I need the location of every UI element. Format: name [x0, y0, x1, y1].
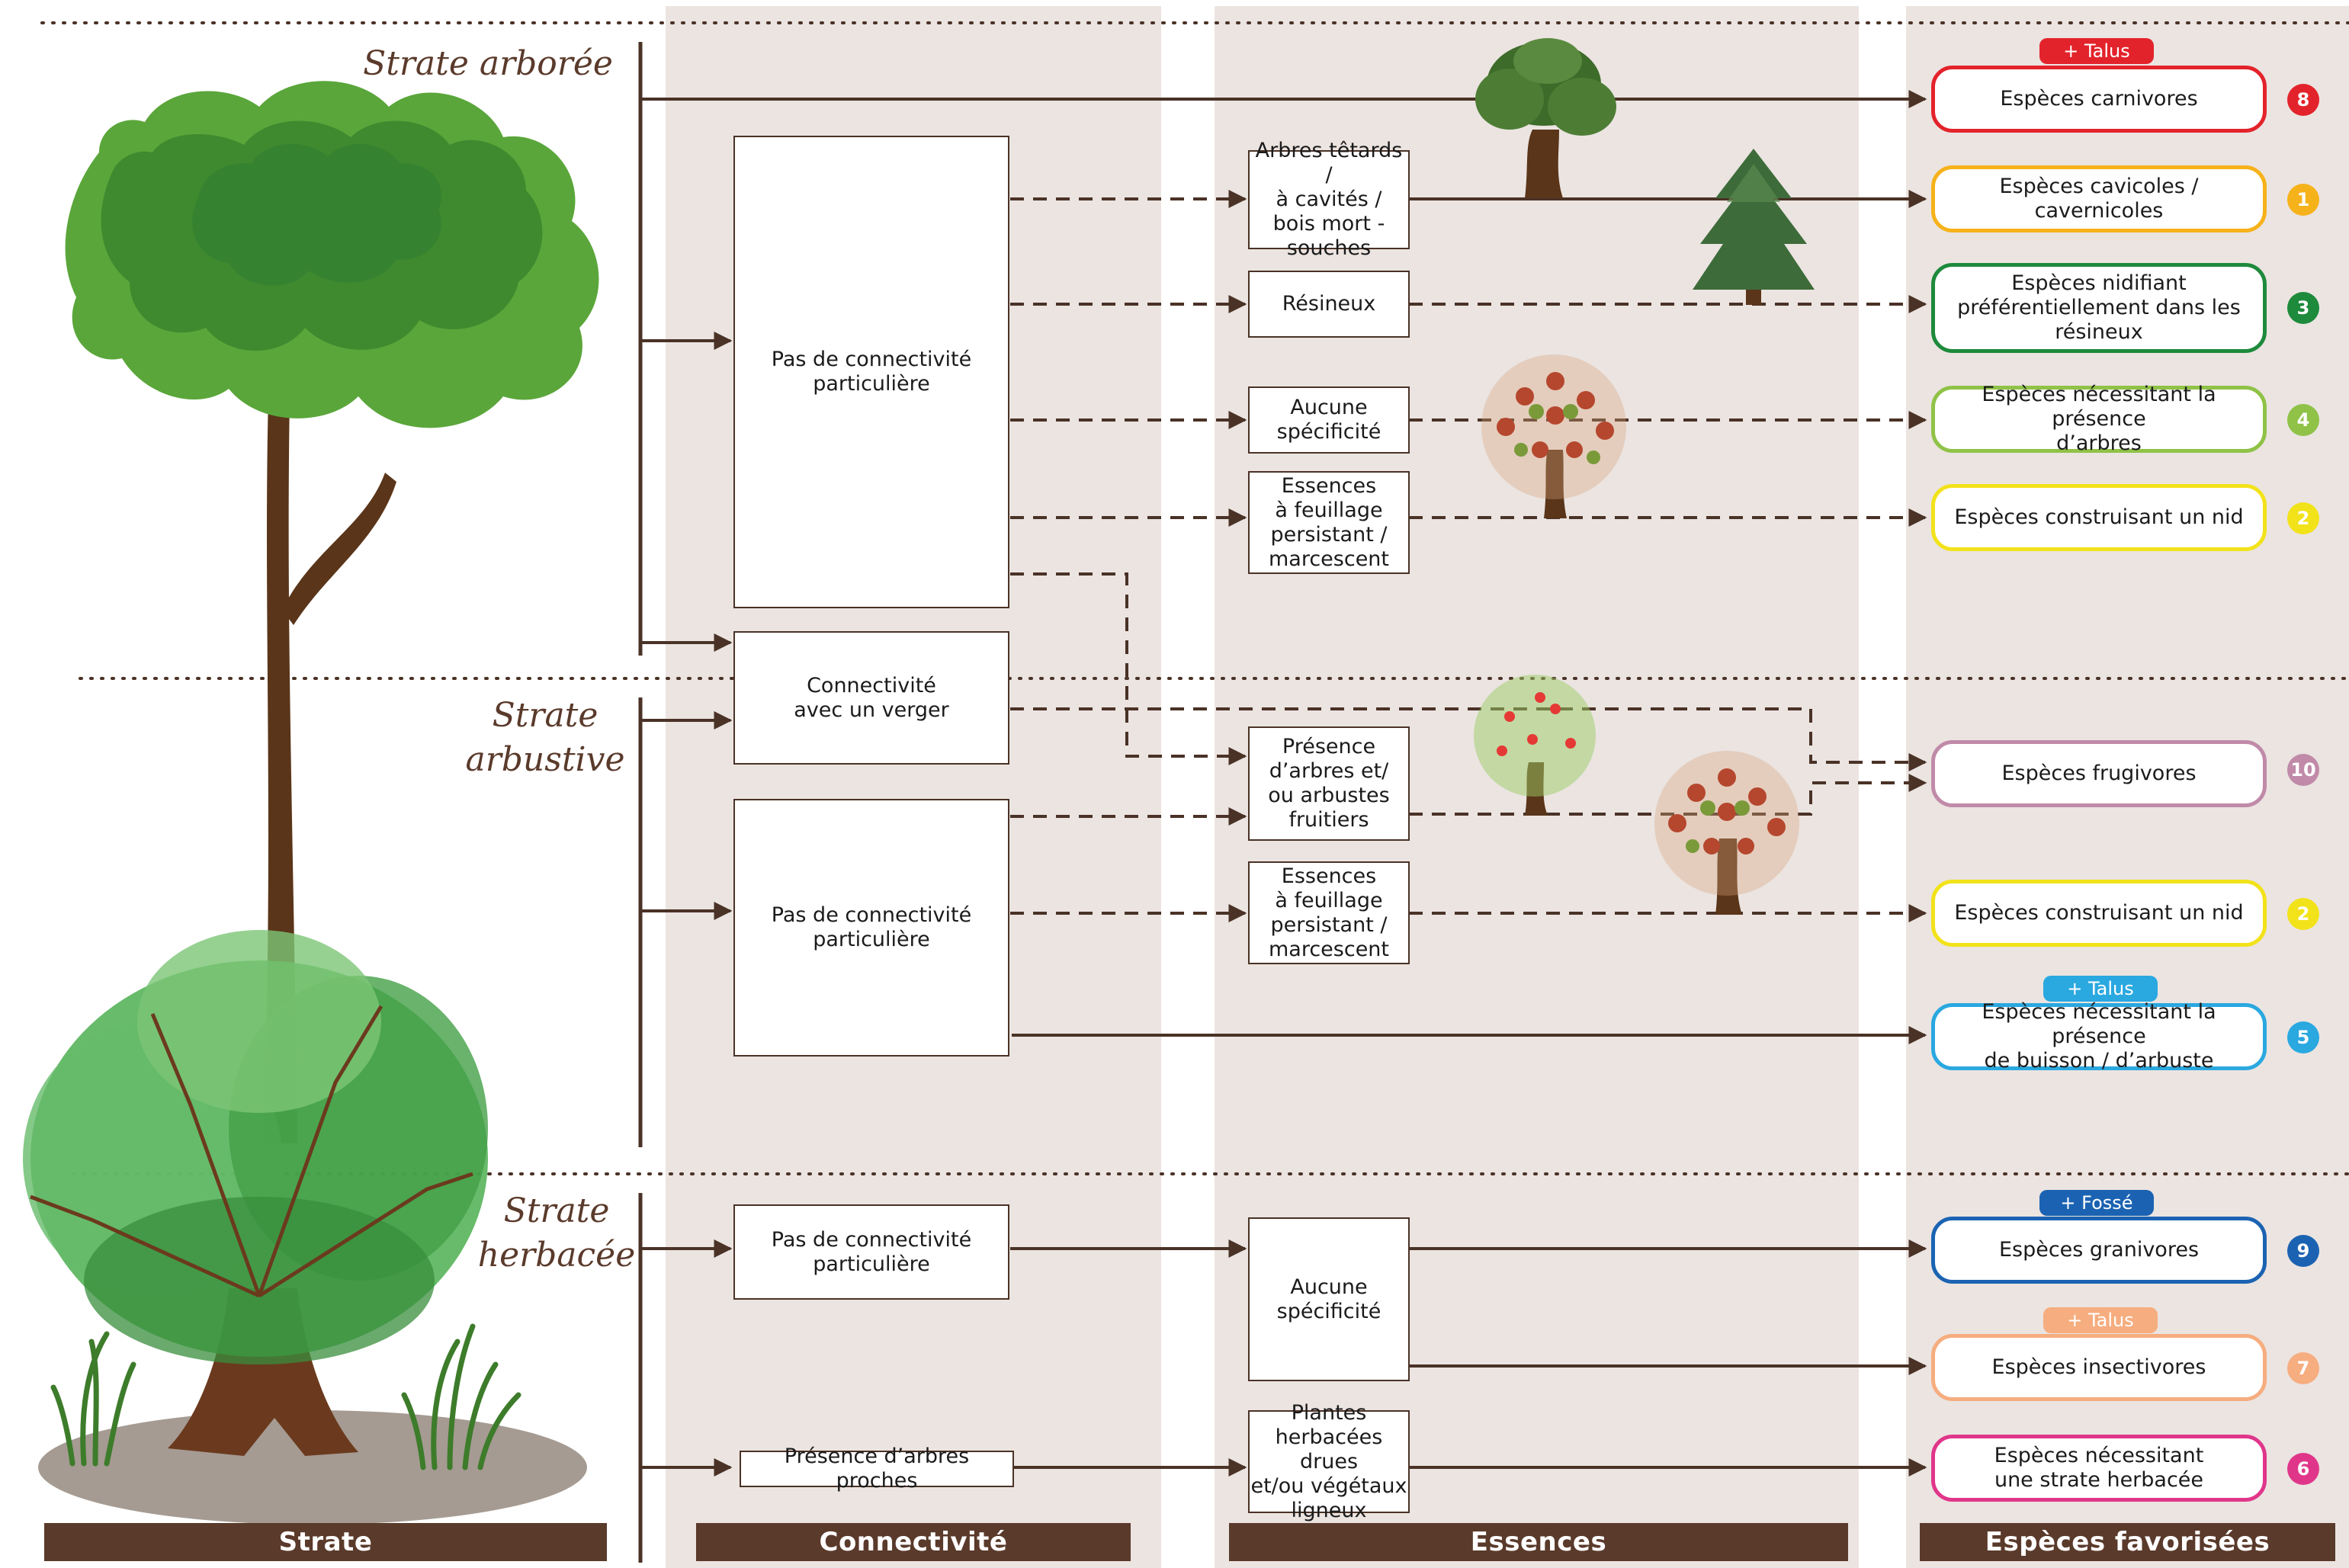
species-number-badge: 4	[2287, 404, 2319, 436]
species-box-cavicoles: Espèces cavicoles / cavernicoles	[1931, 165, 2267, 232]
fruit-tree-illustration	[1474, 675, 1596, 816]
essence-box-fruitiers: Présence d’arbres et/ ou arbustes fruiti…	[1248, 726, 1410, 841]
solid-arrows	[640, 90, 1927, 1477]
footer-essences: Essences	[1229, 1523, 1848, 1561]
species-box-herbacee: Espèces nécessitant une strate herbacée	[1931, 1435, 2267, 1502]
footer-connectivite: Connectivité	[696, 1523, 1131, 1561]
talus-tag: + Talus	[2043, 1307, 2158, 1333]
species-box-resineux: Espèces nidifiant préférentiellement dan…	[1931, 263, 2267, 353]
essence-box-herbacees: Plantes herbacées drues et/ou végétaux l…	[1248, 1401, 1410, 1522]
essence-box-tetards: Arbres têtards / à cavités / bois mort -…	[1248, 139, 1410, 260]
connectivity-box-verger: Connectivité avec un verger	[733, 631, 1009, 765]
species-number-badge: 2	[2287, 502, 2319, 534]
species-number-badge: 5	[2287, 1021, 2319, 1053]
species-number-badge: 7	[2287, 1352, 2319, 1384]
species-box-granivores: Espèces granivores	[1931, 1217, 2267, 1284]
connectivity-box-arboree: Pas de connectivité particulière	[733, 136, 1009, 608]
species-number-badge: 2	[2287, 898, 2319, 930]
species-box-arbres: Espèces nécessitant la présence d’arbres	[1931, 383, 2267, 455]
pollarded-tree-illustration	[1475, 38, 1616, 198]
footer-especes: Espèces favorisées	[1920, 1523, 2335, 1561]
essence-box-aucune-1: Aucune spécificité	[1248, 386, 1410, 454]
essence-box-resineux: Résineux	[1248, 271, 1410, 338]
talus-tag: + Talus	[2039, 38, 2154, 64]
strata-separators	[40, 21, 2349, 1175]
connectivity-box-arbustive: Pas de connectivité particulière	[733, 799, 1009, 1057]
essence-box-persistant-1: Essences à feuillage persistant / marces…	[1248, 471, 1410, 574]
strate-arboree-label: Strate arborée	[363, 44, 613, 83]
species-number-badge: 9	[2287, 1235, 2319, 1267]
species-number-badge: 6	[2287, 1453, 2319, 1485]
species-box-nid-2: Espèces construisant un nid	[1931, 880, 2267, 947]
big-tree-illustration	[65, 81, 599, 1143]
strate-arbustive-label: Strate arbustive	[465, 696, 625, 779]
connectivity-box-herbacee: Pas de connectivité particulière	[733, 1204, 1009, 1300]
species-number-badge: 1	[2287, 184, 2319, 216]
species-number-badge: 10	[2287, 754, 2319, 786]
shrub-illustration	[23, 930, 587, 1525]
conifer-illustration	[1693, 149, 1815, 305]
species-number-badge: 3	[2287, 292, 2319, 324]
autumn-tree-illustration-2	[1654, 751, 1799, 915]
strate-herbacee-label: Strate herbacée	[477, 1191, 636, 1275]
essence-box-persistant-2: Essences à feuillage persistant / marces…	[1248, 861, 1410, 964]
connectivity-box-arbres-proches: Présence d’arbres proches	[740, 1445, 1014, 1493]
species-box-frugivores: Espèces frugivores	[1931, 740, 2267, 807]
fosse-tag: + Fossé	[2039, 1190, 2154, 1216]
footer-strate: Strate	[44, 1523, 607, 1561]
species-box-nid-1: Espèces construisant un nid	[1931, 484, 2267, 551]
species-box-buisson: Espèces nécessitant la présence de buiss…	[1931, 1000, 2267, 1073]
species-number-badge: 8	[2287, 84, 2319, 116]
essence-box-aucune-2: Aucune spécificité	[1248, 1217, 1410, 1381]
species-box-carnivores: Espèces carnivores	[1931, 66, 2267, 133]
species-box-insectivores: Espèces insectivores	[1931, 1334, 2267, 1401]
dashed-arrows	[1010, 190, 1927, 922]
autumn-tree-illustration-1	[1481, 354, 1626, 518]
talus-tag: + Talus	[2043, 976, 2158, 1002]
